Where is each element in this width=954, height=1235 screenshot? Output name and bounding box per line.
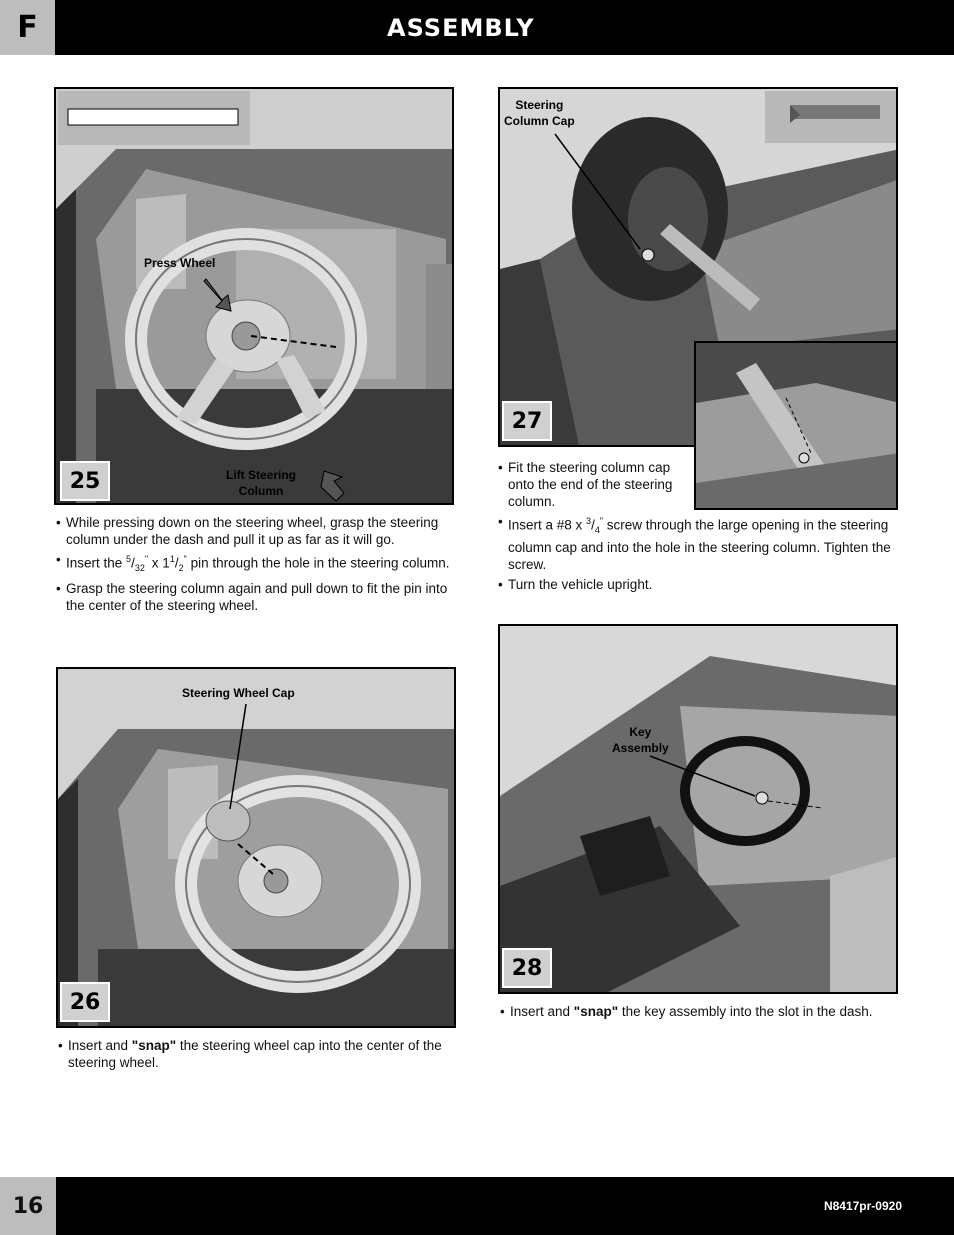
lift-label-line-2: Column — [238, 484, 284, 498]
steering-wheel-cap-label: Steering Wheel Cap — [182, 686, 295, 700]
document-code: N8417pr-0920 — [823, 1199, 902, 1213]
lift-steering-column-label: Lift Steering Column — [226, 467, 296, 499]
key-assembly-illustration — [500, 626, 896, 992]
press-wheel-label: Press Wheel — [144, 256, 216, 270]
page-header: F ASSEMBLY — [0, 0, 954, 55]
key-label-line-2: Assembly — [612, 741, 669, 755]
step-27-bullet-1: Fit the steering column cap onto the end… — [498, 459, 683, 510]
key-label-line-1: Key — [629, 725, 652, 739]
step-25-instructions: While pressing down on the steering whee… — [56, 514, 456, 617]
step-27-inset-illustration — [694, 341, 898, 510]
step-27-bullet-3: Turn the vehicle upright. — [498, 576, 898, 593]
step-25-bullet-1: While pressing down on the steering whee… — [56, 514, 456, 548]
cap-label-line-1: Steering — [515, 98, 564, 112]
steering-wheel-dash-illustration — [56, 89, 452, 503]
page-footer: 16 N8417pr-0920 — [0, 1177, 954, 1235]
step-26-instructions: Insert and "snap" the steering wheel cap… — [58, 1037, 458, 1074]
step-number-26: 26 — [60, 982, 110, 1022]
section-letter: F — [0, 0, 55, 55]
step-number-25: 25 — [60, 461, 110, 501]
step-27-instructions: Fit the steering column cap onto the end… — [498, 459, 898, 596]
step-25-bullet-2: Insert the 5/32" x 11/2" pin through the… — [56, 551, 456, 577]
step-number-27: 27 — [502, 401, 552, 441]
cap-label-line-2: Column Cap — [504, 114, 575, 128]
step-27-bullet-2: Insert a #8 x 3/4" screw through the lar… — [498, 513, 898, 573]
step-26-bullet-1: Insert and "snap" the steering wheel cap… — [58, 1037, 458, 1071]
step-25-bullet-3: Grasp the steering column again and pull… — [56, 580, 456, 614]
steering-wheel-cap-illustration — [58, 669, 454, 1026]
inset-screw-detail — [696, 343, 896, 508]
lift-label-line-1: Lift Steering — [226, 468, 297, 482]
step-number-28: 28 — [502, 948, 552, 988]
page-number: 16 — [0, 1177, 56, 1235]
step-26-illustration: Steering Wheel Cap 26 — [56, 667, 456, 1028]
steering-column-cap-label: Steering Column Cap — [504, 97, 575, 129]
step-28-illustration: Key Assembly 28 — [498, 624, 898, 994]
page-title: ASSEMBLY — [387, 14, 535, 42]
step-28-bullet-1: Insert and "snap" the key assembly into … — [500, 1003, 900, 1020]
key-assembly-label: Key Assembly — [612, 724, 669, 756]
step-28-instructions: Insert and "snap" the key assembly into … — [500, 1003, 900, 1023]
step-25-illustration: Press Wheel Lift Steering Column 25 — [54, 87, 454, 505]
